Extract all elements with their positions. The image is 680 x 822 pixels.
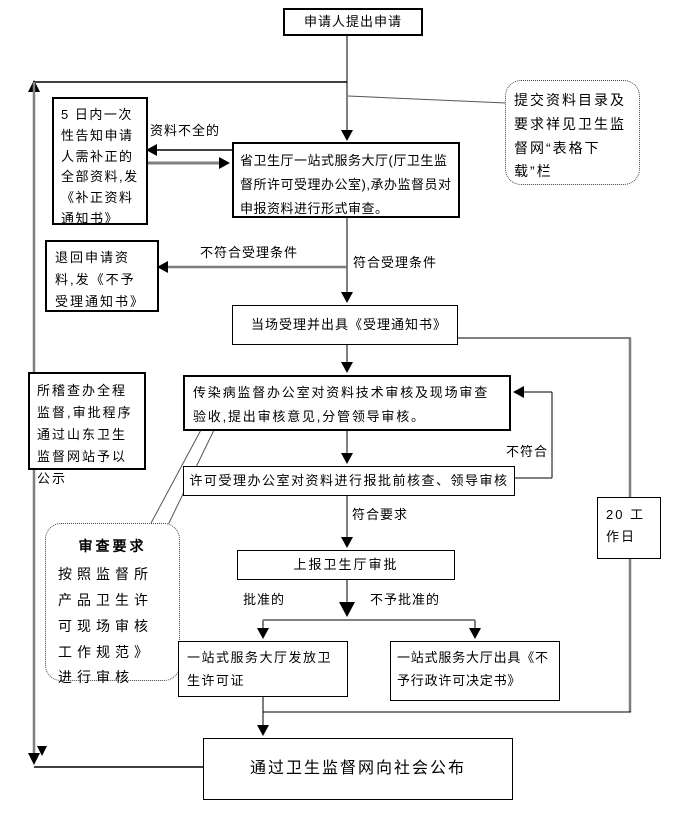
- node-accept-on-spot[interactable]: 当场受理并出具《受理通知书》: [232, 305, 458, 345]
- arrowhead-right-icon: [219, 157, 230, 169]
- arrowhead-down-icon: [341, 362, 353, 373]
- arrowhead-down-icon: [257, 628, 269, 639]
- callout-submit-materials: 提交资料目录及要求祥见卫生监督网“表格下载”栏: [505, 80, 640, 185]
- callout-pointer-top: [347, 95, 507, 104]
- arrowhead-left-icon: [146, 144, 157, 156]
- edge-label-meet-acceptance: 符合受理条件: [353, 255, 438, 270]
- arrowhead-down-icon: [341, 292, 353, 303]
- arrowhead-down-icon: [341, 537, 353, 548]
- node-return-application[interactable]: 退回申请资料,发《不予受理通知书》: [45, 240, 159, 312]
- node-supervision-note: 所稽查办全程监督,审批程序通过山东卫生监督网站予以公示: [28, 372, 146, 486]
- callout-review-requirement: 审查要求 按照监督所产品卫生许可现场审核工作规范》进行审核: [45, 523, 180, 685]
- arrowhead-down-icon: [37, 746, 47, 756]
- edge-label-not-meet-acceptance: 不符合受理条件: [200, 245, 299, 260]
- arrowhead-down-icon: [469, 628, 481, 639]
- edge-label-not-approved: 不予批准的: [370, 592, 441, 607]
- node-supplement-notice[interactable]: 5 日内一次性告知申请人需补正的全部资料,发《补正资料通知书》: [52, 97, 148, 226]
- callout-review-title: 审查要求: [78, 538, 147, 554]
- arrowhead-down-icon: [339, 602, 355, 617]
- edge-label-not-conform: 不符合: [506, 444, 549, 459]
- node-technical-review[interactable]: 传染病监督办公室对资料技术审核及现场审查验收,提出审核意见,分管领导审核。: [183, 375, 511, 431]
- edge-label-incomplete: 资料不全的: [150, 123, 221, 138]
- callout-pointer-review-a: [149, 427, 203, 526]
- node-pre-approval-check[interactable]: 许可受理办公室对资料进行报批前核查、领导审核: [183, 466, 515, 496]
- edge-label-meet-requirement: 符合要求: [352, 507, 409, 522]
- node-deny-decision[interactable]: 一站式服务大厅出具《不予行政许可决定书》: [390, 641, 560, 701]
- arrowhead-left-icon: [157, 261, 168, 273]
- node-issue-license[interactable]: 一站式服务大厅发放卫生许可证: [178, 641, 348, 697]
- callout-review-body: 按照监督所产品卫生许可现场审核工作规范》进行审核: [58, 565, 153, 686]
- edge-label-approved: 批准的: [243, 592, 286, 607]
- node-applicant-submit[interactable]: 申请人提出申请: [283, 8, 423, 36]
- node-working-days: 20 工作日: [597, 497, 661, 559]
- arrowhead-left-icon: [513, 386, 524, 398]
- node-publish-online[interactable]: 通过卫生监督网向社会公布: [203, 738, 513, 800]
- arrowhead-down-icon: [341, 453, 353, 464]
- arrowhead-down-icon: [28, 753, 40, 765]
- arrowhead-down-icon: [257, 725, 269, 736]
- node-submit-for-approval[interactable]: 上报卫生厅审批: [237, 550, 455, 580]
- arrowhead-down-icon: [341, 130, 353, 141]
- node-formal-review[interactable]: 省卫生厅一站式服务大厅(厅卫生监督所许可受理办公室),承办监督员对申报资料进行形…: [232, 142, 460, 218]
